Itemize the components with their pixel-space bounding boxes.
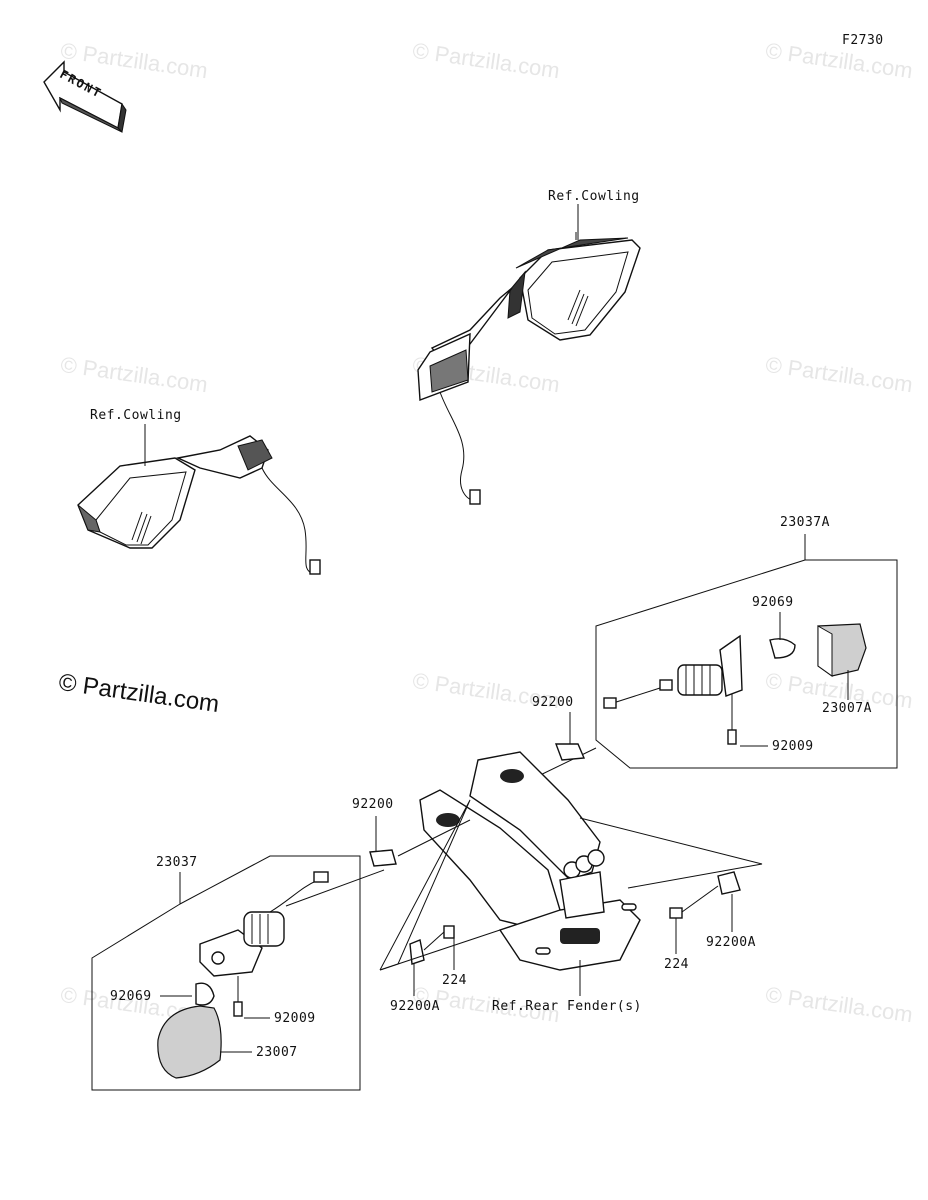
right-mirror-illustration: [417, 232, 641, 505]
part-92009-left: 92009: [274, 1011, 316, 1026]
clip-92200A-right: [717, 871, 741, 895]
clip-92200A-left: [409, 939, 425, 965]
part-92069-right: 92069: [752, 595, 794, 610]
part-224-right: 224: [664, 957, 689, 972]
bolt-224-left: [443, 925, 455, 939]
assembly-box-23037: [91, 855, 361, 1091]
part-23037A: 23037A: [780, 515, 830, 530]
ref-cowling-right: Ref.Cowling: [548, 189, 640, 204]
front-arrow-icon: [43, 60, 127, 134]
grommet-92200-right: [554, 743, 586, 761]
rear-fender-bracket-illustration: [419, 751, 641, 971]
part-92200A-right: 92200A: [706, 935, 756, 950]
ref-cowling-left: Ref.Cowling: [90, 408, 182, 423]
part-23037: 23037: [156, 855, 198, 870]
ref-rear-fender: Ref.Rear Fender(s): [492, 999, 642, 1014]
part-92200-left: 92200: [352, 797, 394, 812]
left-turn-signal-illustration: [157, 869, 385, 1079]
right-turn-signal-illustration: [603, 623, 867, 745]
left-mirror-illustration: [77, 435, 321, 575]
part-224-left: 224: [442, 973, 467, 988]
part-92069-left: 92069: [110, 989, 152, 1004]
part-23007A: 23007A: [822, 701, 872, 716]
assembly-box-23037A: [595, 534, 898, 769]
part-92200-right: 92200: [532, 695, 574, 710]
part-23007: 23007: [256, 1045, 298, 1060]
grommet-92200-left: [369, 849, 397, 867]
part-92009-right: 92009: [772, 739, 814, 754]
part-92200A-left: 92200A: [390, 999, 440, 1014]
bolt-224-right: [669, 907, 683, 919]
axis-line: [397, 819, 471, 857]
diagram-id: F2730: [842, 33, 884, 48]
